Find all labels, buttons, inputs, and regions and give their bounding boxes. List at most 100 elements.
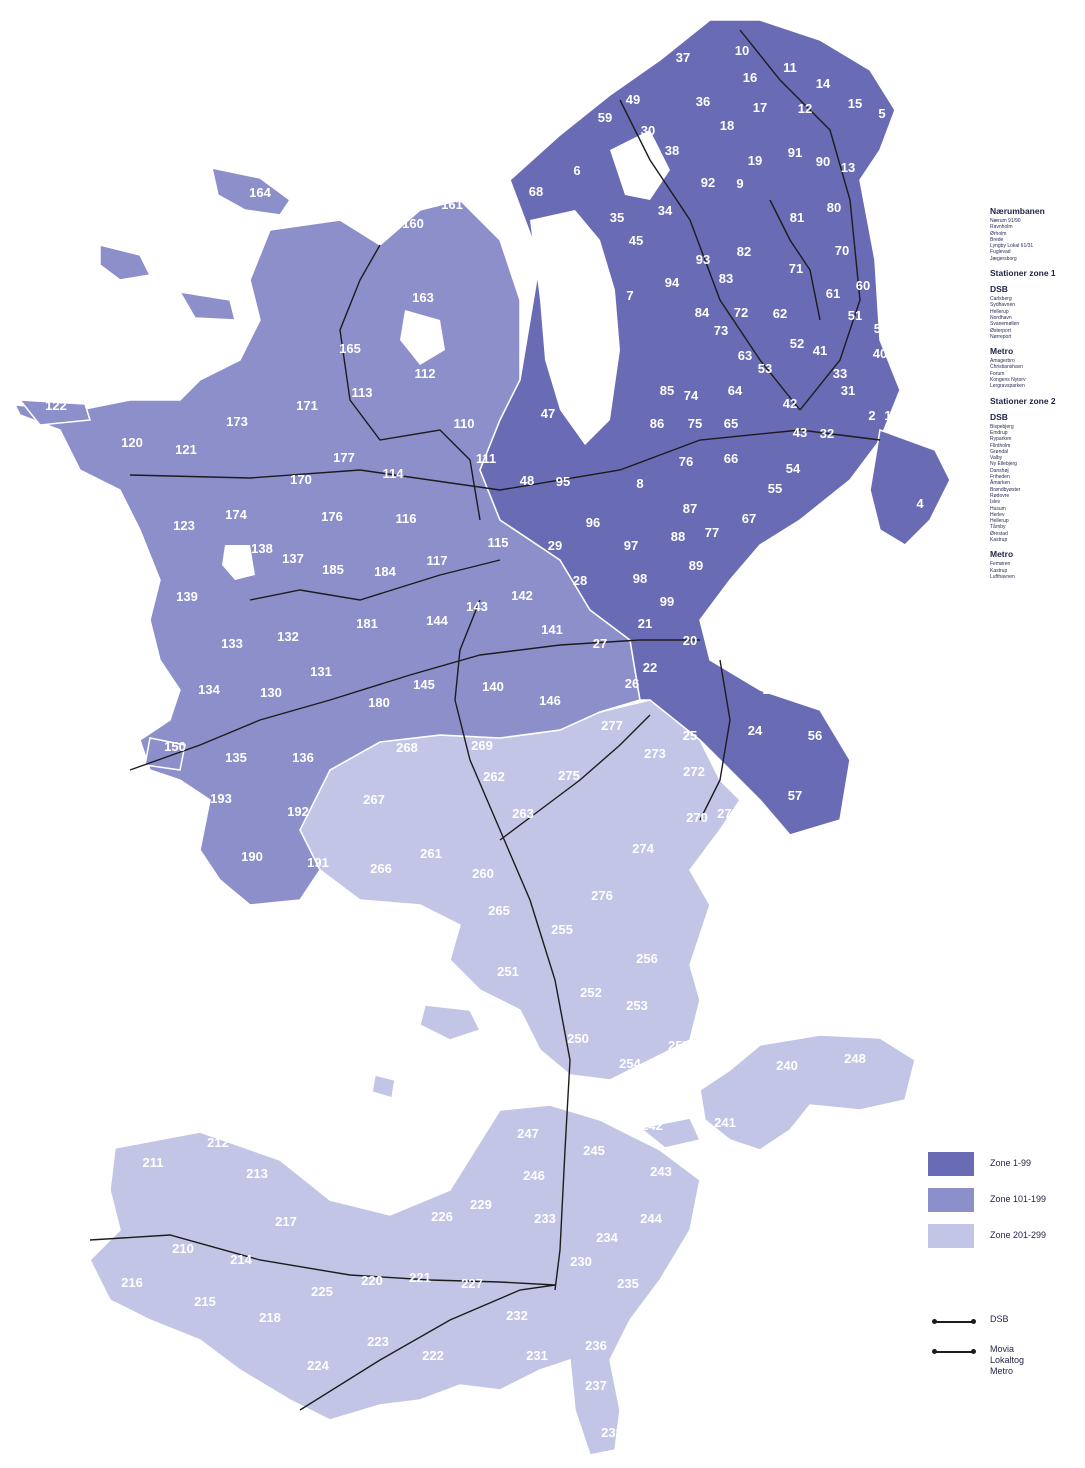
- zone-86-label: 86: [650, 416, 664, 431]
- zone-76-label: 76: [679, 454, 693, 469]
- station-group-heading: Stationer zone 1: [990, 268, 1056, 279]
- zone-140-label: 140: [482, 679, 504, 694]
- zone-31-label: 31: [841, 383, 855, 398]
- zone-111-label: 111: [476, 451, 496, 466]
- rail-line-southwest: [129, 639, 700, 771]
- zone-218-label: 218: [259, 1310, 281, 1325]
- zone-226-label: 226: [431, 1209, 453, 1224]
- zone-222-label: 222: [422, 1348, 444, 1363]
- zone-54-label: 54: [786, 461, 801, 476]
- zone-165-label: 165: [339, 341, 361, 356]
- zone-36-label: 36: [696, 94, 710, 109]
- line-legend-row: DSB: [928, 1310, 1078, 1340]
- legend-label: Zone 101-199: [990, 1194, 1047, 1204]
- zone-38-label: 38: [665, 143, 679, 158]
- zone-4-label: 4: [916, 496, 924, 511]
- station-name: Carlsberg: [990, 296, 1012, 303]
- zone-212-label: 212: [207, 1135, 229, 1150]
- zone-278-label: 278: [717, 806, 739, 821]
- rail-line-frederikssund: [339, 244, 481, 521]
- zone-71-label: 71: [789, 261, 803, 276]
- zone-59-label: 59: [598, 110, 612, 125]
- zone-230-label: 230: [570, 1254, 592, 1269]
- zone-65-label: 65: [724, 416, 738, 431]
- zone-142-label: 142: [511, 588, 533, 603]
- zone-67-label: 67: [742, 511, 756, 526]
- zone-164-label: 164: [249, 185, 271, 200]
- zone-43-label: 43: [793, 425, 807, 440]
- station-name: Lufthavnen: [990, 573, 1015, 580]
- station-group-heading: DSB: [990, 411, 1008, 422]
- zone-19-label: 19: [748, 153, 762, 168]
- zone-81-label: 81: [790, 210, 804, 225]
- zone-135-label: 135: [225, 750, 247, 765]
- zone-215-label: 215: [194, 1294, 216, 1309]
- station-name: Nærum 91/90: [990, 218, 1021, 224]
- zone-82-label: 82: [737, 244, 751, 259]
- zone-30-label: 30: [641, 123, 655, 138]
- legend-swatch: [928, 1152, 974, 1176]
- zone-28-label: 28: [573, 573, 587, 588]
- zone-8-label: 8: [636, 476, 643, 491]
- zone-145-label: 145: [413, 677, 435, 692]
- zone-79-label: 79: [571, 331, 585, 346]
- zone-tier-3-land: [89, 699, 916, 1456]
- zone-132-label: 132: [277, 629, 299, 644]
- zone-75-label: 75: [688, 416, 702, 431]
- zone-191-label: 191: [307, 855, 329, 870]
- zone-122-label: 122: [45, 398, 67, 413]
- rail-line-kyst: [739, 29, 861, 411]
- station-name: Flintholm: [990, 442, 1011, 449]
- zone-52-label: 52: [790, 336, 804, 351]
- zone-74-label: 74: [684, 388, 699, 403]
- zone-274-label: 274: [632, 841, 654, 856]
- zone-40-label: 40: [873, 346, 887, 361]
- zone-92-label: 92: [701, 175, 715, 190]
- zone-24-label: 24: [748, 723, 763, 738]
- zone-80-label: 80: [827, 200, 841, 215]
- zone-117-label: 117: [427, 553, 448, 568]
- zone-163-label: 163: [412, 290, 434, 305]
- zone-56-label: 56: [808, 728, 822, 743]
- station-name: Ryparken: [990, 436, 1012, 443]
- station-group-heading: Metro: [990, 549, 1014, 560]
- rail-line-roskilde-lokal: [249, 559, 501, 601]
- zone-66-label: 66: [724, 451, 738, 466]
- zone-60-label: 60: [856, 278, 870, 293]
- zone-113-label: 113: [352, 385, 373, 400]
- zone-78-label: 78: [564, 233, 578, 248]
- zone-261-label: 261: [420, 846, 442, 861]
- zone-184-label: 184: [374, 564, 396, 579]
- zone-11-label: 11: [783, 60, 797, 75]
- zone-185-label: 185: [322, 562, 344, 577]
- zone-214-label: 214: [230, 1252, 252, 1267]
- zone-210-label: 210: [172, 1241, 194, 1256]
- zone-137-label: 137: [282, 551, 304, 566]
- zone-174-label: 174: [225, 507, 247, 522]
- zone-123-label: 123: [173, 518, 195, 533]
- zone-16-label: 16: [743, 70, 757, 85]
- station-name: Kastrup: [990, 567, 1008, 574]
- station-name: Friheden: [990, 474, 1010, 481]
- zone-21-label: 21: [638, 616, 652, 631]
- zone-91-label: 91: [788, 145, 802, 160]
- zone-10-label: 10: [735, 43, 749, 58]
- station-name: Forum: [990, 370, 1005, 377]
- zone-98-label: 98: [633, 571, 647, 586]
- zone-130-label: 130: [260, 685, 282, 700]
- zone-46-label: 46: [550, 364, 564, 379]
- line-legend-label: DSB: [990, 1314, 1009, 1324]
- zone-252-label: 252: [580, 985, 602, 1000]
- zone-73-label: 73: [714, 323, 728, 338]
- zone-47-label: 47: [541, 406, 555, 421]
- zone-180-label: 180: [368, 695, 390, 710]
- station-name: Ørestad: [990, 530, 1008, 537]
- station-name: Brøndbyøster: [990, 486, 1021, 493]
- station-name: Emdrup: [990, 429, 1008, 436]
- zone-173-label: 173: [226, 414, 248, 429]
- zone-262-label: 262: [483, 769, 505, 784]
- station-name: Lergravsparken: [990, 383, 1025, 390]
- zone-18-label: 18: [720, 118, 734, 133]
- zone-170-label: 170: [290, 472, 312, 487]
